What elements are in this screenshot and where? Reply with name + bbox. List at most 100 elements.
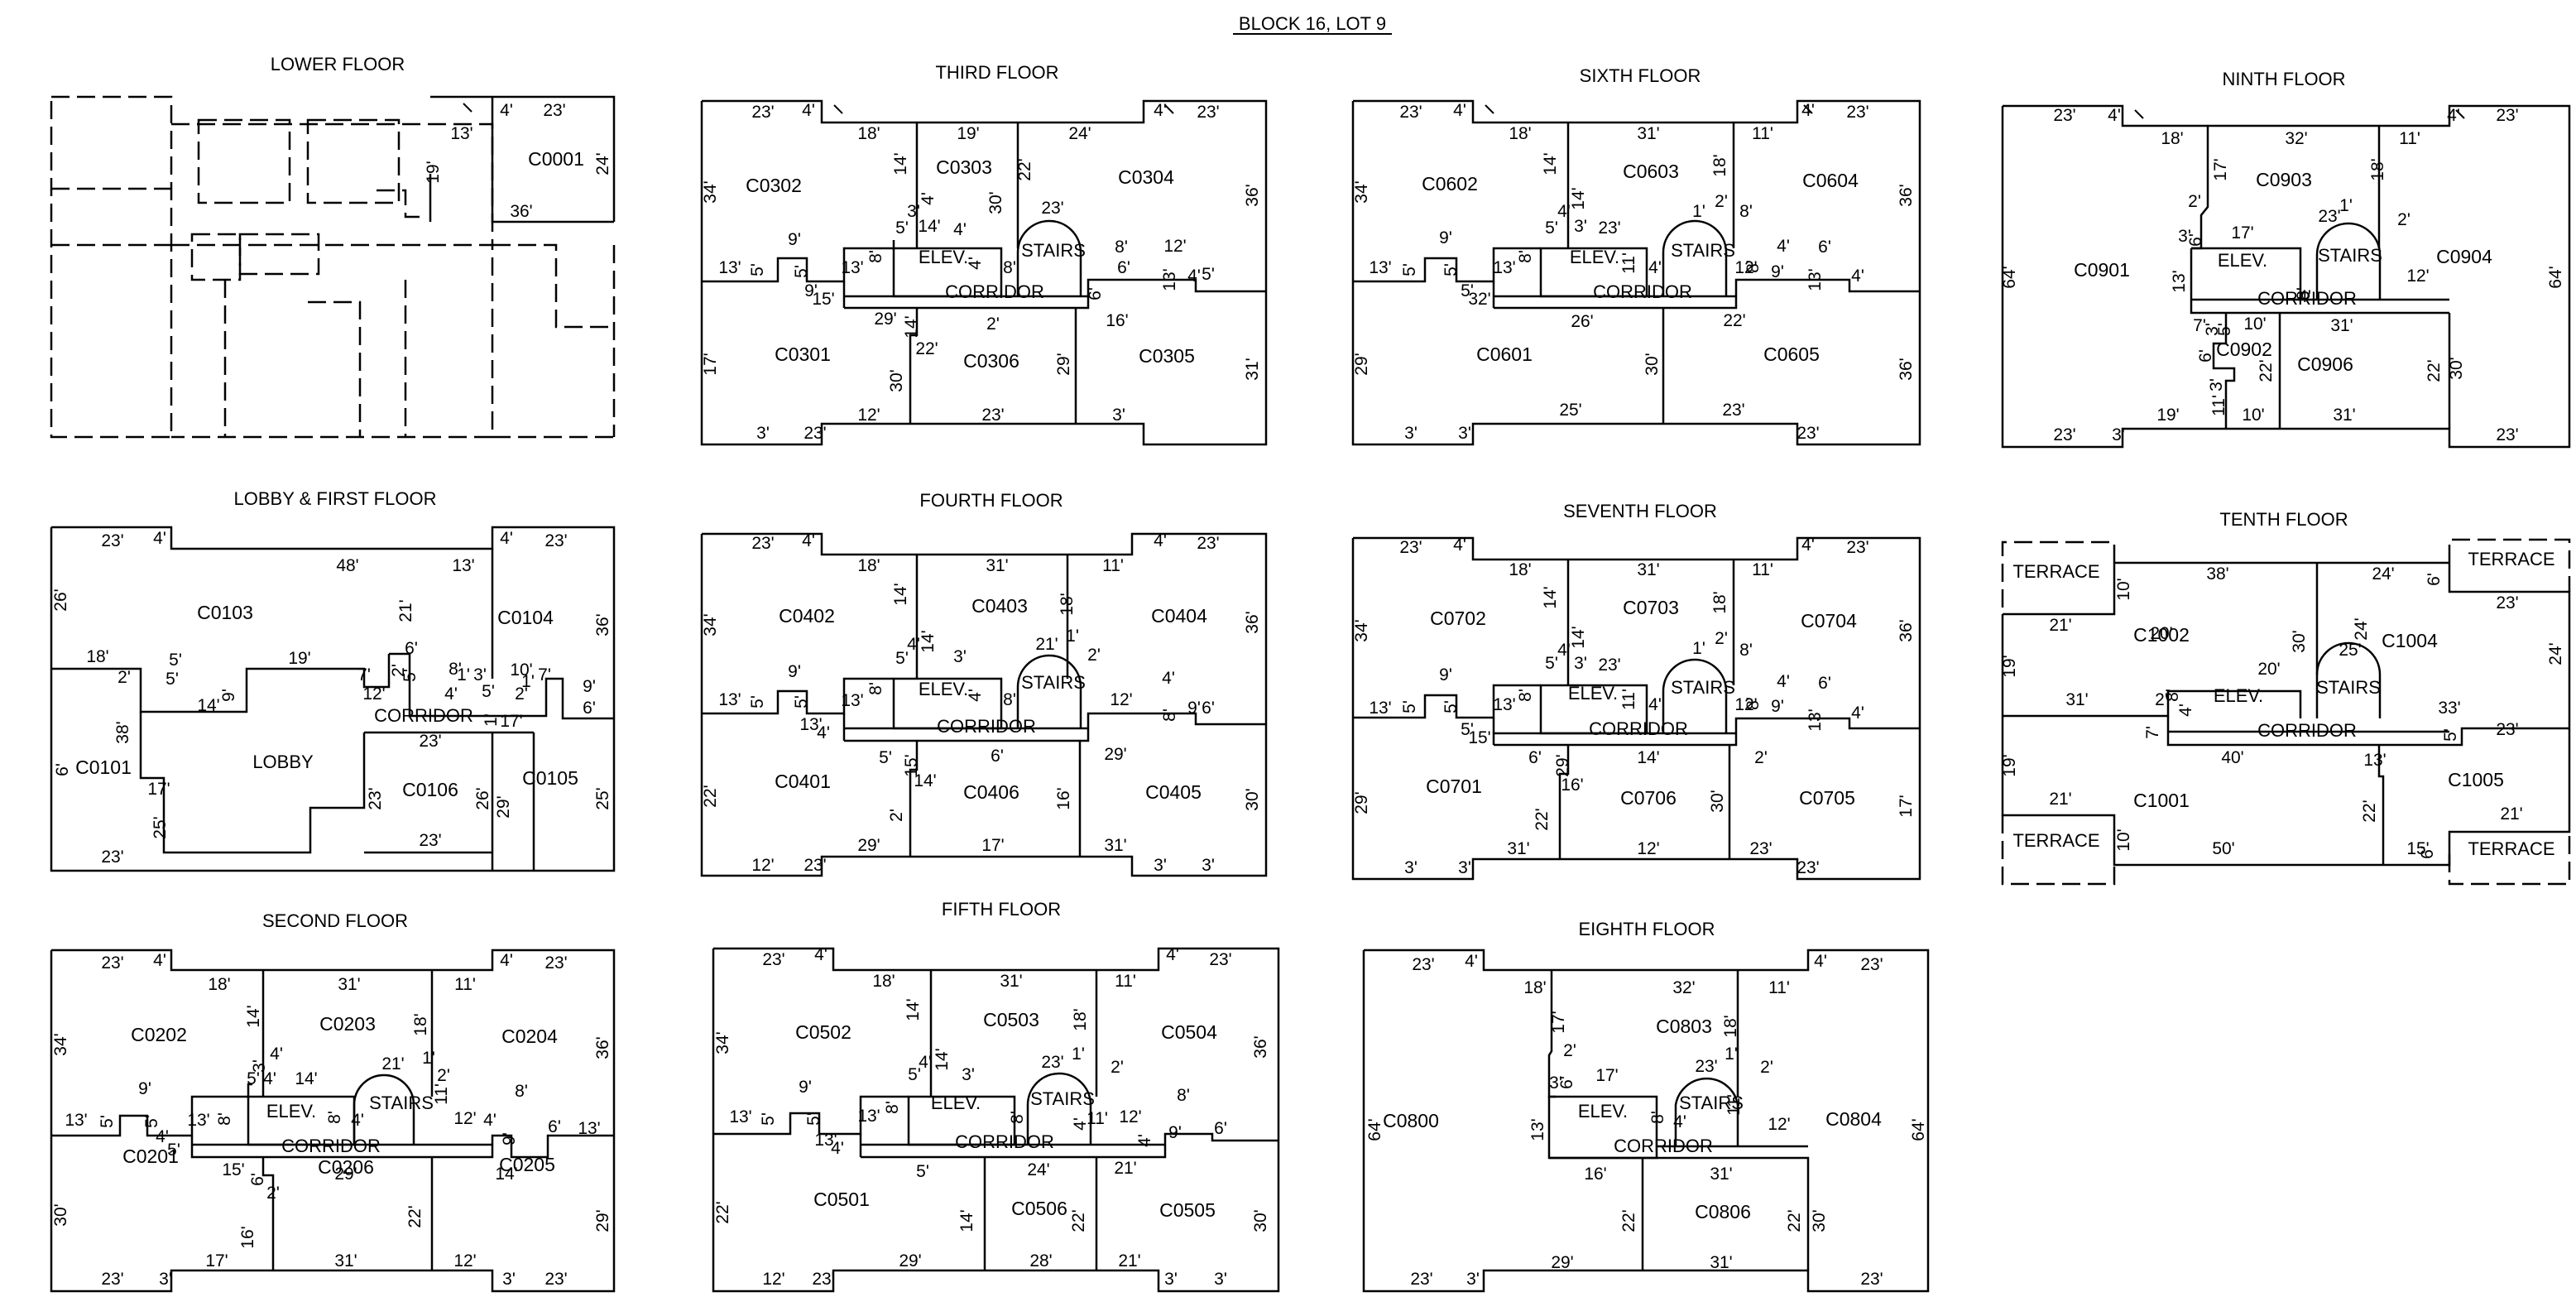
dimension-label: 6' bbox=[1528, 748, 1542, 767]
dimension-label: 18' bbox=[2368, 158, 2387, 180]
dimension-label: 17' bbox=[1897, 795, 1916, 817]
dimension-label: 12' bbox=[762, 1270, 784, 1289]
dimension-label: 13' bbox=[729, 1107, 751, 1126]
dimension-label: 3' bbox=[953, 647, 967, 666]
dimension-label: 5' bbox=[98, 1115, 117, 1128]
dimension-label: 13' bbox=[841, 258, 863, 277]
sixth-floor-plan bbox=[1351, 99, 1921, 446]
dimension-label: 18' bbox=[1721, 1015, 1740, 1037]
unit-label-c0104: C0104 bbox=[497, 607, 554, 628]
terrace-label: TERRACE bbox=[2468, 549, 2554, 569]
dimension-label: 4' bbox=[1777, 672, 1790, 691]
second-floor-plan bbox=[50, 949, 616, 1293]
dimension-label: 36' bbox=[1897, 184, 1916, 206]
dimension-label: 5' bbox=[482, 682, 495, 701]
dimension-label: 4' bbox=[1777, 237, 1790, 256]
dimension-label: 8' bbox=[1003, 690, 1016, 709]
dimension-label: 23' bbox=[2496, 425, 2518, 444]
dimension-label: 34' bbox=[701, 180, 720, 203]
dimension-label: 29' bbox=[899, 1251, 921, 1270]
dimension-label: 9' bbox=[1187, 699, 1201, 718]
dimension-label: 5' bbox=[1400, 263, 1419, 276]
dimension-label: 29' bbox=[857, 836, 880, 855]
unit-label-c0605: C0605 bbox=[1763, 343, 1820, 365]
dimension-label: 10' bbox=[2242, 406, 2264, 425]
dimension-label: 32' bbox=[1672, 978, 1695, 997]
dimension-label: 1' bbox=[482, 713, 501, 727]
dimension-label: 4' bbox=[2447, 106, 2460, 125]
dimension-label: 24' bbox=[593, 152, 612, 175]
dimension-label: 26' bbox=[473, 787, 492, 809]
floor-title-ninth: NINTH FLOOR bbox=[2222, 69, 2345, 89]
dimension-label: 17' bbox=[701, 353, 720, 375]
dimension-label: 5' bbox=[1202, 265, 1215, 284]
dimension-label: 5' bbox=[759, 1112, 778, 1126]
dimension-label: 2' bbox=[389, 664, 408, 677]
elev-label: ELEV. bbox=[1578, 1101, 1628, 1121]
dimension-label: 4' bbox=[153, 951, 166, 970]
dimension-label: 32' bbox=[1468, 290, 1490, 309]
dimension-label: 3' bbox=[1404, 424, 1418, 443]
dimension-label: 23' bbox=[812, 1270, 834, 1289]
dimension-label: 8' bbox=[1516, 689, 1535, 702]
unit-label-c0301: C0301 bbox=[775, 343, 831, 365]
dimension-label: 6' bbox=[248, 1173, 267, 1186]
dimension-label: 4' bbox=[1154, 101, 1167, 120]
dimension-label: 18' bbox=[86, 647, 108, 666]
dimension-label: 12' bbox=[362, 684, 385, 704]
dimension-label: 22' bbox=[2360, 800, 2379, 822]
floor-title-third: THIRD FLOOR bbox=[935, 62, 1058, 83]
dimension-label: 4' bbox=[1851, 704, 1864, 723]
dimension-label: 9' bbox=[1771, 697, 1784, 716]
dimension-label: 64' bbox=[1365, 1118, 1384, 1141]
dimension-label: 4' bbox=[500, 529, 513, 548]
dimension-label: 2' bbox=[1111, 1058, 1124, 1077]
stairs-label: STAIRS bbox=[2316, 677, 2381, 698]
dimension-label: 36' bbox=[593, 1036, 612, 1059]
dimension-label: 22' bbox=[915, 339, 938, 358]
dimension-label: 5' bbox=[1442, 700, 1461, 713]
dimension-label: 13' bbox=[2170, 270, 2189, 292]
dimension-label: 12' bbox=[1734, 695, 1757, 714]
unit-label-c0602: C0602 bbox=[1422, 173, 1478, 195]
unit-label-c1005: C1005 bbox=[2448, 769, 2504, 790]
dimension-label: 1' bbox=[1692, 639, 1705, 658]
unit-label-c0904: C0904 bbox=[2436, 246, 2492, 267]
dimension-label: 8' bbox=[449, 660, 462, 679]
dimension-label: 23' bbox=[1197, 103, 1219, 122]
dimension-label: 4' bbox=[1154, 531, 1167, 550]
dimension-label: 13' bbox=[452, 556, 474, 575]
dimension-label: 12' bbox=[1163, 237, 1186, 256]
dimension-label: 31' bbox=[2330, 316, 2353, 335]
elev-label: ELEV. bbox=[931, 1093, 981, 1113]
dimension-label: 21' bbox=[2049, 616, 2071, 635]
dimension-label: 1' bbox=[521, 672, 535, 691]
dimension-label: 6' bbox=[583, 699, 596, 718]
dimension-label: 24' bbox=[2352, 617, 2371, 640]
dimension-label: 4' bbox=[919, 1053, 932, 1072]
corridor-label: CORRIDOR bbox=[955, 1131, 1054, 1152]
dimension-label: 19' bbox=[2000, 754, 2019, 776]
dimension-label: 36' bbox=[1897, 358, 1916, 380]
unit-label-c0906: C0906 bbox=[2297, 353, 2353, 375]
unit-label-c0703: C0703 bbox=[1623, 597, 1679, 618]
unit-label-c0404: C0404 bbox=[1151, 605, 1207, 627]
dimension-label: 14' bbox=[891, 583, 910, 605]
dimension-label: 30' bbox=[51, 1203, 70, 1226]
dimension-label: 7' bbox=[2143, 726, 2162, 739]
dimension-label: 36' bbox=[1243, 611, 1262, 633]
dimension-label: 4' bbox=[1557, 641, 1571, 660]
dimension-label: 21' bbox=[2049, 790, 2071, 809]
unit-label-c0303: C0303 bbox=[936, 156, 992, 178]
dimension-label: 12' bbox=[857, 406, 880, 425]
dimension-label: 14' bbox=[919, 630, 938, 652]
dimension-label: 15' bbox=[902, 754, 921, 776]
dimension-label: 6' bbox=[1818, 674, 1831, 693]
dimension-label: 4' bbox=[153, 529, 166, 548]
dimension-label: 3' bbox=[1458, 858, 1471, 877]
corridor-label: CORRIDOR bbox=[937, 716, 1036, 737]
dimension-label: 29' bbox=[334, 1165, 357, 1184]
unit-label-c0306: C0306 bbox=[963, 350, 1019, 372]
dimension-label: 31' bbox=[986, 556, 1008, 575]
unit-label-c0402: C0402 bbox=[779, 605, 835, 627]
